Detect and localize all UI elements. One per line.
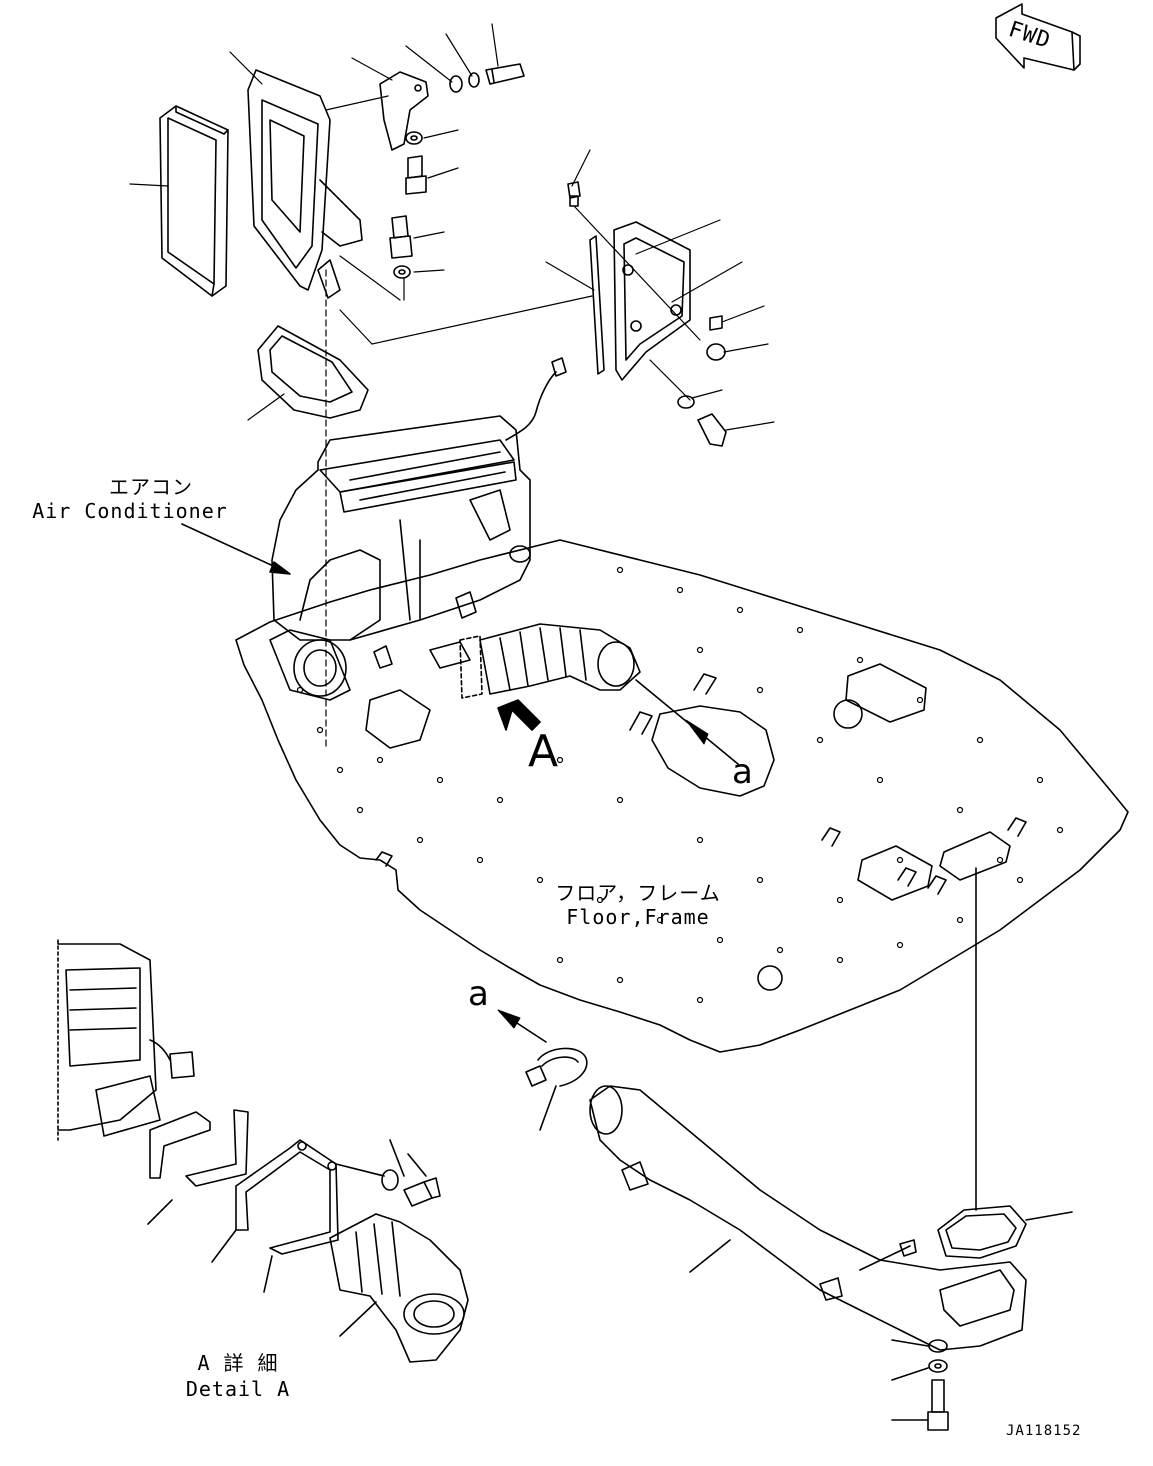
filter-case [247, 69, 363, 299]
floor-frame-label-jp: フロア，フレーム [555, 881, 721, 905]
view-a-label: A [528, 726, 559, 777]
air-conditioner-unit [269, 415, 531, 749]
region-a-outline [651, 705, 775, 797]
rear-seal [937, 867, 1073, 1259]
hose-clamp [525, 1047, 588, 1131]
upper-bracket [379, 71, 429, 151]
washer-icon [393, 72, 480, 279]
air-filter-element [159, 105, 229, 297]
filter-seal [257, 325, 369, 419]
air-conditioner-label-en: Air Conditioner [32, 499, 228, 523]
floor-frame-label-en: Floor,Frame [566, 905, 710, 929]
side-cover [589, 221, 691, 381]
leader-lines [129, 23, 775, 751]
ref-a-label-upper: a [732, 752, 753, 792]
rear-duct [589, 1085, 1027, 1351]
ref-a-arrow-lower [497, 1009, 547, 1043]
ref-a-arrow-upper [635, 679, 739, 765]
air-conditioner-label-jp: エアコン [109, 475, 193, 499]
detail-a-inset [57, 939, 469, 1363]
fwd-arrow-icon [995, 3, 1081, 71]
ref-a-label-lower: a [468, 974, 489, 1014]
bolt-icon [389, 63, 525, 259]
air-conditioner-arrow [181, 523, 291, 575]
detail-a-label-jp: A 詳 細 [197, 1351, 279, 1375]
intake-duct-hose [459, 623, 641, 699]
small-fastener-icon [567, 181, 727, 447]
view-a-arrow-icon [497, 699, 541, 731]
wire-harness [505, 371, 557, 441]
bottom-fasteners [891, 1339, 949, 1431]
detail-a-label-en: Detail A [185, 1377, 291, 1401]
floor-frame-plate [235, 539, 1129, 1053]
drawing-code: JA118152 [1006, 1423, 1082, 1439]
